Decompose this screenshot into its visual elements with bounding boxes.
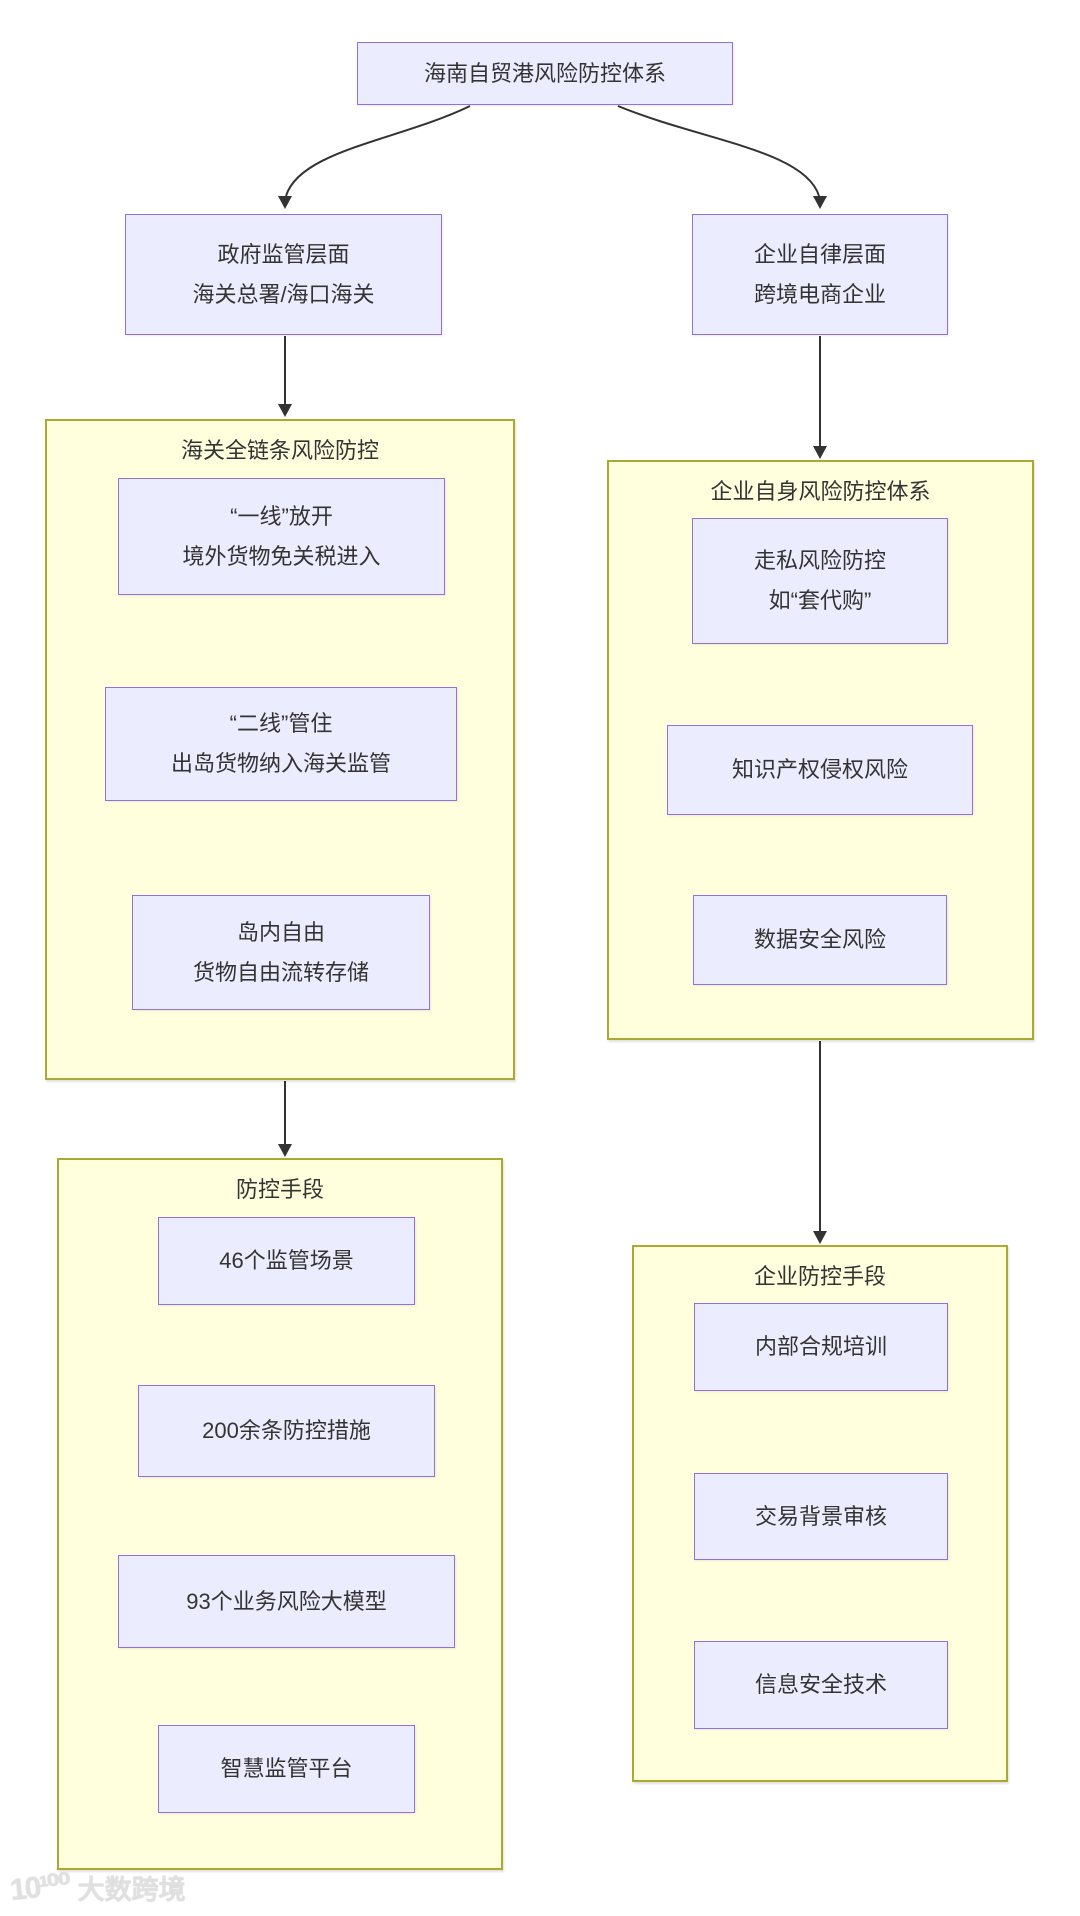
watermark: 10¹⁰⁰ 大数跨境 — [8, 1867, 186, 1908]
node-root: 海南自贸港风险防控体系 — [357, 42, 733, 105]
node-93-risk-models: 93个业务风险大模型 — [118, 1555, 455, 1648]
node-internal-compliance-training: 内部合规培训 — [694, 1303, 948, 1391]
arrowhead-enterprise-to-risk-cluster — [813, 446, 827, 459]
arrow-root-to-gov — [285, 105, 471, 197]
node-label-line1: 智慧监管平台 — [220, 1756, 353, 1781]
node-label-line1: 46个监管场景 — [219, 1248, 354, 1273]
cluster-control-measures-title: 防控手段 — [235, 1177, 324, 1202]
watermark-text: 大数跨境 — [77, 1875, 186, 1905]
node-second-line-control: “二线”管住 出岛货物纳入海关监管 — [105, 687, 457, 801]
node-first-line-open: “一线”放开 境外货物免关税进入 — [118, 478, 445, 595]
node-label-line2: 跨境电商企业 — [753, 281, 886, 307]
node-label-line1: 走私风险防控 — [753, 548, 886, 573]
node-information-security-tech: 信息安全技术 — [694, 1641, 948, 1729]
node-label-line1: 200余条防控措施 — [202, 1418, 371, 1443]
node-label-line1: 信息安全技术 — [754, 1672, 887, 1697]
cluster-enterprise-risk-title: 企业自身风险防控体系 — [710, 479, 931, 504]
node-label-line1: 企业自律层面 — [753, 241, 886, 267]
node-smuggling-risk: 走私风险防控 如“套代购” — [692, 518, 948, 644]
node-label-line1: 数据安全风险 — [753, 927, 886, 952]
node-data-security-risk: 数据安全风险 — [693, 895, 947, 985]
node-label-line1: “二线”管住 — [229, 711, 333, 736]
node-label-line2: 境外货物免关税进入 — [182, 543, 381, 569]
arrowhead-risk-to-enterprise-measures — [813, 1231, 827, 1244]
arrowhead-customs-to-measures-cluster — [278, 1144, 292, 1157]
node-label-line1: 知识产权侵权风险 — [731, 757, 908, 782]
arrowhead-gov-to-customs-cluster — [278, 404, 292, 417]
arrowhead-root-to-enterprise — [813, 196, 827, 209]
node-label-line2: 货物自由流转存储 — [192, 959, 369, 985]
node-label-line1: 93个业务风险大模型 — [186, 1588, 387, 1614]
node-label-line1: 岛内自由 — [236, 919, 325, 945]
node-label-line1: 内部合规培训 — [754, 1334, 887, 1359]
node-ip-infringement-risk: 知识产权侵权风险 — [667, 725, 973, 815]
watermark-logo-icon: 10¹⁰⁰ — [8, 1867, 72, 1908]
node-island-free-flow: 岛内自由 货物自由流转存储 — [132, 895, 430, 1010]
node-enterprise-level: 企业自律层面 跨境电商企业 — [692, 214, 948, 335]
node-label-line1: 政府监管层面 — [217, 241, 350, 267]
node-root-label: 海南自贸港风险防控体系 — [423, 60, 666, 86]
node-transaction-background-review: 交易背景审核 — [694, 1473, 948, 1560]
node-label-line2: 如“套代购” — [768, 588, 872, 613]
node-label-line2: 出岛货物纳入海关监管 — [170, 751, 391, 776]
node-smart-regulation-platform: 智慧监管平台 — [158, 1725, 415, 1813]
node-200-measures: 200余条防控措施 — [138, 1385, 435, 1477]
node-government-level: 政府监管层面 海关总署/海口海关 — [125, 214, 442, 335]
node-46-scenarios: 46个监管场景 — [158, 1217, 415, 1305]
node-label-line1: 交易背景审核 — [754, 1503, 887, 1529]
cluster-customs-chain-title: 海关全链条风险防控 — [180, 438, 379, 463]
arrow-root-to-enterprise — [617, 105, 820, 197]
arrowhead-root-to-gov — [278, 196, 292, 209]
node-label-line1: “一线”放开 — [230, 503, 333, 529]
node-label-line2: 海关总署/海口海关 — [192, 281, 375, 307]
cluster-enterprise-measures-title: 企业防控手段 — [753, 1264, 886, 1289]
